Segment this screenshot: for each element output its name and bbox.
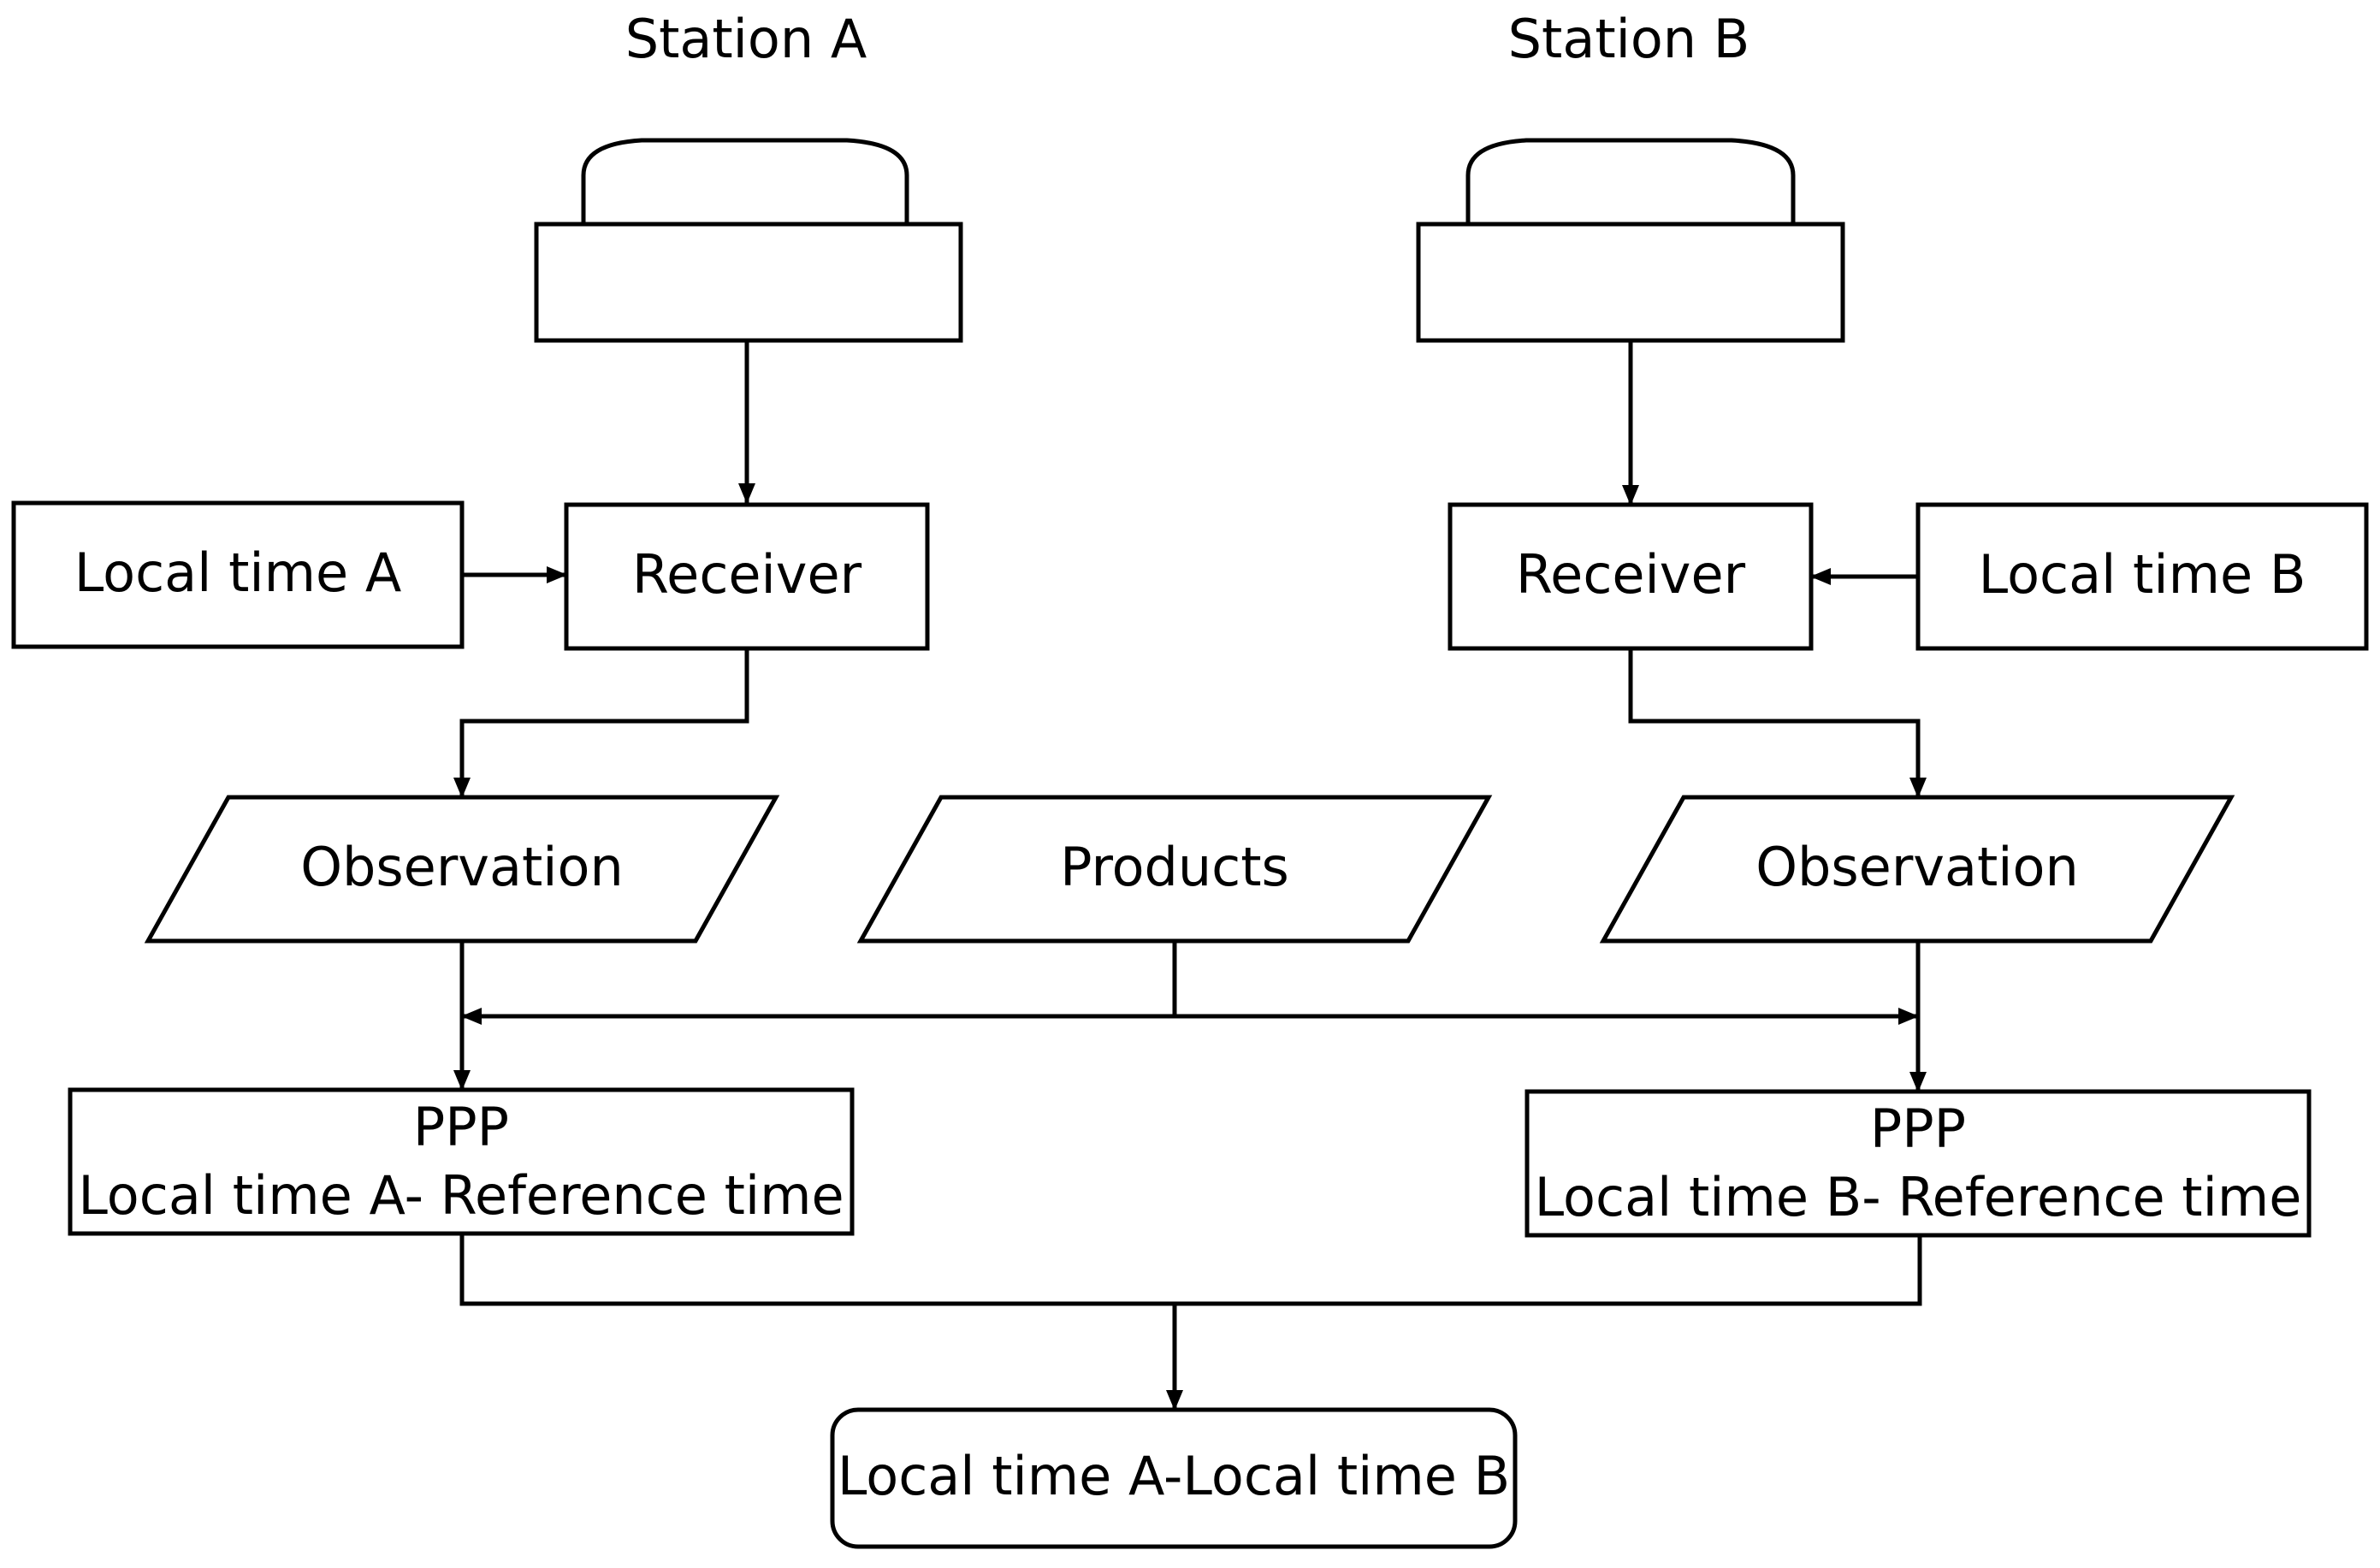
observation-b-label: Observation xyxy=(1755,836,2079,898)
products-shape xyxy=(856,795,1493,944)
observation-b-shape xyxy=(1599,795,2235,944)
arrow-receiver-b-to-observation-b xyxy=(1628,648,1927,798)
antenna-a-icon xyxy=(534,138,963,343)
local-time-a-box xyxy=(11,500,465,649)
ppp-b-equation: Local time B- Reference time xyxy=(1535,1166,2302,1228)
ppp-b-box xyxy=(1525,1089,2312,1238)
products-label: Products xyxy=(1060,836,1289,898)
receiver-b-box xyxy=(1448,502,1814,651)
receiver-a-box xyxy=(564,502,930,651)
observation-a-label: Observation xyxy=(300,836,624,898)
result-label: Local time A-Local time B xyxy=(838,1445,1510,1507)
antenna-b-icon xyxy=(1416,138,1845,343)
arrow-receiver-a-to-observation-a xyxy=(453,648,749,798)
local-time-b-label: Local time B xyxy=(1979,543,2306,606)
local-time-a-label: Local time A xyxy=(74,541,402,604)
ppp-a-equation: Local time A- Reference time xyxy=(78,1164,844,1227)
observation-a-shape xyxy=(144,795,780,944)
merge-line-ppp xyxy=(459,1234,1922,1306)
station-a-title: Station A xyxy=(625,8,867,70)
ppp-b-title: PPP xyxy=(1870,1098,1966,1160)
receiver-b-label: Receiver xyxy=(1516,543,1746,606)
local-time-b-box xyxy=(1915,502,2369,651)
receiver-a-label: Receiver xyxy=(632,543,862,606)
ppp-a-box xyxy=(68,1087,855,1236)
result-box xyxy=(830,1407,1518,1549)
station-b-title: Station B xyxy=(1508,8,1750,70)
ppp-a-title: PPP xyxy=(413,1096,509,1158)
